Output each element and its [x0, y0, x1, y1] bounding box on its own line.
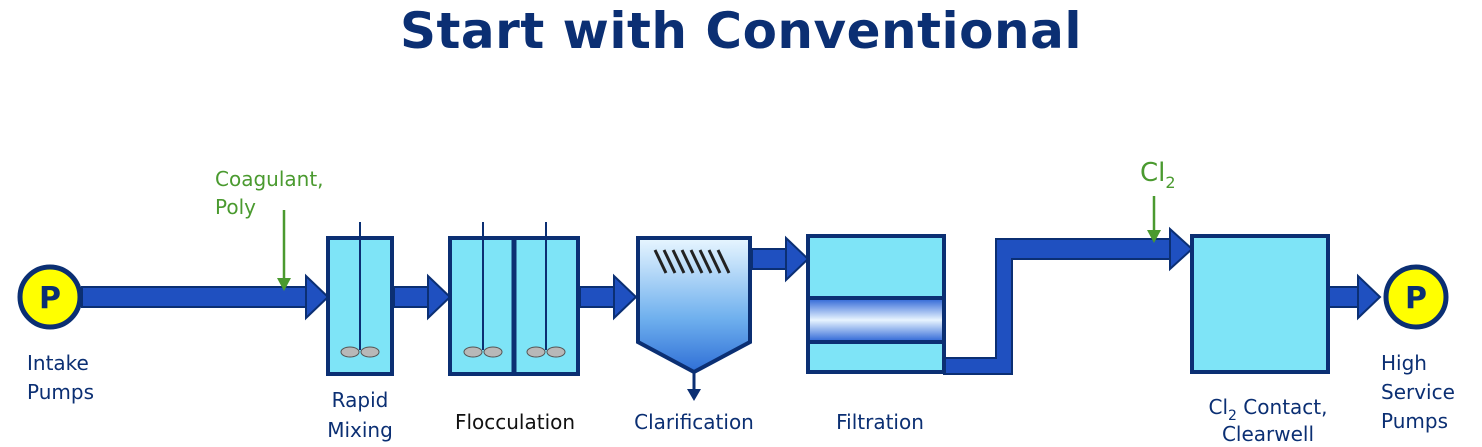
pipe-intake-to-rapid-mix: [81, 273, 330, 321]
flocculation-basin: [448, 222, 580, 376]
tube-settler-icon: [653, 249, 731, 274]
pipe-rapid-mix-to-flocculation: [393, 273, 452, 321]
clarifier-tank: [636, 236, 752, 401]
chlorine-injection-arrow: [1147, 196, 1161, 243]
high-service-label-line2: Service: [1381, 380, 1455, 404]
rapid-mixing-label-line1: Rapid: [332, 388, 389, 412]
high-service-label-line1: High: [1381, 351, 1427, 375]
chlorine-label: Cl2: [1140, 158, 1176, 192]
intake-pump-icon: P: [17, 264, 83, 330]
contact-label-line2: Clearwell: [1222, 422, 1314, 446]
diagram-title: Start with Conventional: [400, 2, 1082, 60]
intake-pumps-label-line1: Intake: [27, 351, 89, 375]
filter-unit: [806, 234, 946, 374]
pipe-clarifier-to-filter: [751, 235, 810, 283]
coagulant-label-line2: Poly: [215, 195, 256, 219]
pipe-contact-to-high-service: [1327, 273, 1382, 321]
rapid-mixing-tank: [326, 222, 394, 376]
contact-label-line1: Cl2 Contact,: [1209, 395, 1328, 424]
intake-pump-letter: P: [39, 281, 61, 316]
pipe-flocculation-to-clarifier: [579, 273, 638, 321]
rapid-mixing-label-line2: Mixing: [327, 418, 393, 442]
pipe-filter-to-contact: [943, 226, 1194, 375]
flocculation-label: Flocculation: [455, 410, 575, 434]
high-service-label-line3: Pumps: [1381, 409, 1448, 433]
clarification-label: Clarification: [634, 410, 754, 434]
high-service-pump-icon: P: [1383, 264, 1449, 330]
coagulant-injection-arrow: [277, 210, 291, 291]
high-service-pump-letter: P: [1405, 281, 1427, 316]
filtration-label: Filtration: [836, 410, 924, 434]
coagulant-label-line1: Coagulant,: [215, 167, 324, 191]
clearwell-tank: [1190, 234, 1330, 374]
intake-pumps-label-line2: Pumps: [27, 380, 94, 404]
